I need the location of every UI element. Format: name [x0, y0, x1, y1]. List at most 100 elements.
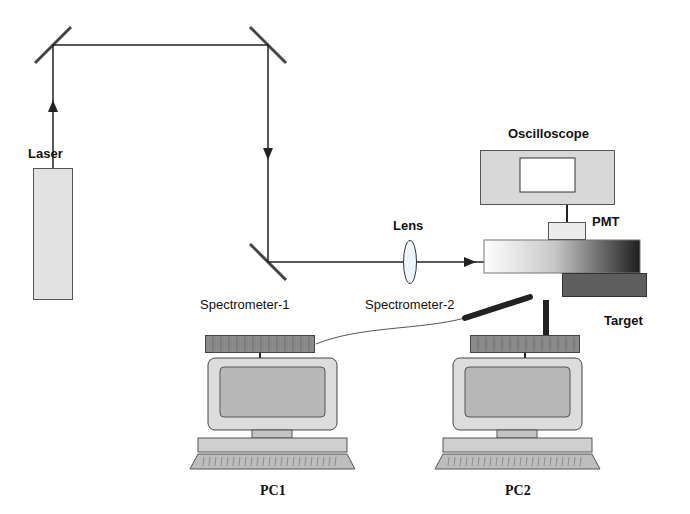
target: Target: [562, 273, 647, 297]
signal-cable: [566, 205, 568, 222]
panel-stripe: [221, 337, 222, 351]
monitor-screen: [465, 367, 570, 417]
keyboard-key: [460, 457, 461, 466]
panel-stripe: [229, 337, 230, 351]
laser-source-outline: [34, 169, 73, 300]
keyboard-key: [215, 457, 216, 466]
keyboard: [190, 454, 355, 469]
lens: Lens: [403, 240, 417, 284]
keyboard-key: [496, 457, 497, 466]
keyboard-key: [580, 457, 581, 466]
panel-stripe: [566, 337, 567, 351]
beam-arrowhead: [464, 257, 476, 267]
panel-stripe: [574, 337, 575, 351]
panel-stripe: [502, 337, 503, 351]
computer: PC2: [435, 358, 600, 470]
keyboard-key: [221, 457, 222, 466]
keyboard-key: [550, 457, 551, 466]
oscilloscope: Oscilloscope: [480, 150, 615, 205]
keyboard-key: [448, 457, 449, 466]
keyboard-key: [281, 457, 282, 466]
keyboard-key: [305, 457, 306, 466]
monitor: [208, 358, 337, 430]
computer-shape: [190, 358, 355, 470]
keyboard-key: [532, 457, 533, 466]
keyboard-key: [454, 457, 455, 466]
keyboard-key: [556, 457, 557, 466]
spectrometer-outline: [471, 336, 580, 353]
keyboard-key: [329, 457, 330, 466]
panel-stripe: [253, 337, 254, 351]
panel-stripe: [309, 337, 310, 351]
keyboard-key: [562, 457, 563, 466]
panel-stripe: [237, 337, 238, 351]
panel-stripe: [518, 337, 519, 351]
keyboard-key: [520, 457, 521, 466]
computer-shape: [435, 358, 600, 470]
spectrometer: Spectrometer-2: [470, 335, 580, 353]
panel-stripe: [269, 337, 270, 351]
monitor-stand: [252, 430, 292, 438]
keyboard-key: [508, 457, 509, 466]
panel-stripe: [285, 337, 286, 351]
laser-source-label: Laser: [28, 146, 63, 162]
system-unit: [198, 438, 347, 452]
keyboard-key: [251, 457, 252, 466]
panel-stripe: [558, 337, 559, 351]
panel-stripe: [542, 337, 543, 351]
keyboard-key: [466, 457, 467, 466]
lens-outline: [404, 241, 417, 284]
keyboard-key: [478, 457, 479, 466]
spectrometer-label: Spectrometer-1: [200, 297, 290, 313]
monitor-screen: [220, 367, 325, 417]
computer-label: PC2: [505, 483, 531, 500]
keyboard-key: [472, 457, 473, 466]
target-label: Target: [604, 313, 643, 329]
panel-stripe: [261, 337, 262, 351]
keyboard-key: [239, 457, 240, 466]
keyboard-key: [323, 457, 324, 466]
panel-stripe: [277, 337, 278, 351]
keyboard-key: [287, 457, 288, 466]
keyboard-key: [257, 457, 258, 466]
keyboard-key: [335, 457, 336, 466]
laser-source: Laser: [33, 168, 73, 300]
laser-beam: [53, 45, 403, 262]
keyboard-key: [245, 457, 246, 466]
pmt-detector-label: PMT: [592, 214, 619, 230]
spectrometer-outline: [206, 336, 315, 353]
pmt-detector-outline: [549, 223, 586, 240]
keyboard-key: [544, 457, 545, 466]
panel-stripe: [293, 337, 294, 351]
keyboard-key: [490, 457, 491, 466]
target-outline: [563, 274, 647, 297]
keyboard-key: [574, 457, 575, 466]
keyboard-key: [269, 457, 270, 466]
target-shape: [562, 273, 647, 297]
keyboard-key: [233, 457, 234, 466]
lens-shape: [403, 240, 417, 284]
keyboard-key: [275, 457, 276, 466]
oscilloscope-shape: [480, 150, 615, 205]
keyboard-key: [484, 457, 485, 466]
optical-fiber: [316, 318, 465, 344]
keyboard: [435, 454, 600, 469]
oscilloscope-label: Oscilloscope: [508, 126, 589, 142]
keyboard-key: [209, 457, 210, 466]
keyboard-key: [514, 457, 515, 466]
keyboard-key: [299, 457, 300, 466]
spectrometer-shape: [205, 335, 315, 353]
keyboard-key: [293, 457, 294, 466]
computer: PC1: [190, 358, 355, 470]
signal-cable: [524, 353, 526, 358]
lens-label: Lens: [393, 218, 423, 234]
panel-stripe: [534, 337, 535, 351]
fiber-probe: [465, 297, 530, 318]
monitor: [453, 358, 582, 430]
keyboard-key: [203, 457, 204, 466]
keyboard-key: [263, 457, 264, 466]
spectrometer-shape: [470, 335, 580, 353]
